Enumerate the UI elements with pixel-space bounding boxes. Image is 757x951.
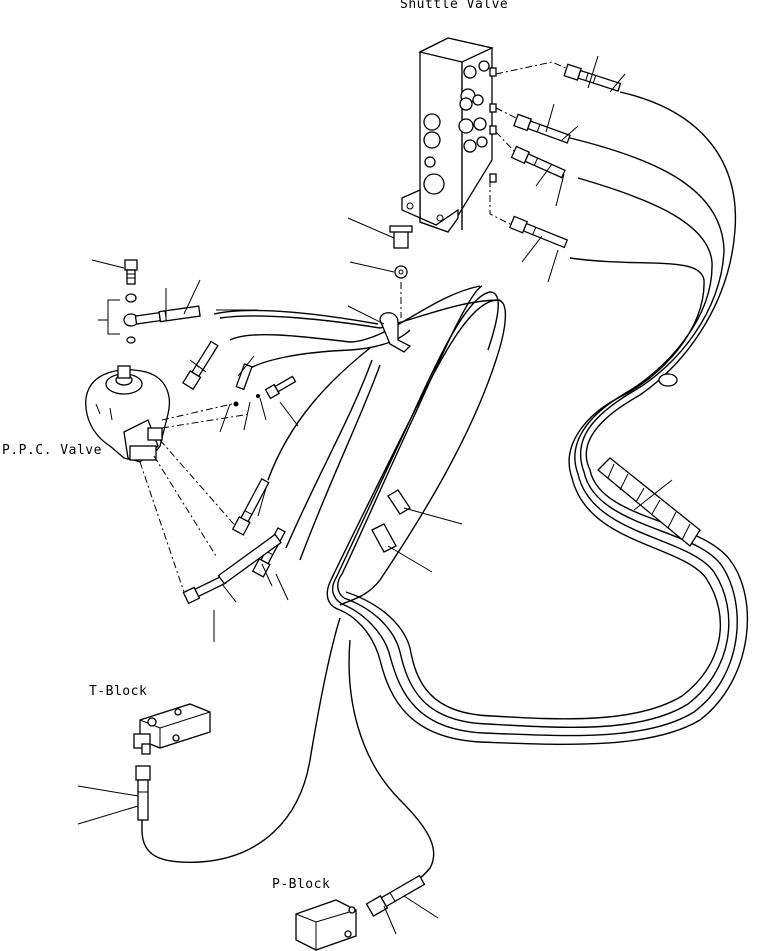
p-block: [295, 899, 357, 951]
ppc-valve-body: [85, 365, 170, 463]
shuttle-valve-body: [401, 37, 497, 233]
ppc-callout-leaders: [91, 259, 299, 642]
shuttle-callout-leaders: [521, 55, 626, 283]
shuttle-valve-fittings: [508, 63, 622, 249]
hose-band: [658, 373, 678, 387]
t-block-label: T-Block: [89, 684, 148, 699]
hose-clamps-lower: [371, 489, 463, 573]
t-block-fitting: [77, 765, 151, 825]
ppc-valve-label: P.P.C. Valve: [2, 443, 102, 458]
ppc-leader-lines: [139, 403, 251, 599]
shuttle-valve-label: Shuttle Valve: [400, 0, 509, 12]
shuttle-valve-leader-lines: [489, 61, 571, 227]
p-block-label: P-Block: [272, 877, 331, 892]
hose-clamp-upper: [347, 217, 413, 353]
t-block: [133, 703, 211, 755]
hose-spiral-guard: [597, 457, 701, 547]
ppc-fittings: [123, 259, 297, 605]
p-block-fitting: [365, 874, 439, 935]
